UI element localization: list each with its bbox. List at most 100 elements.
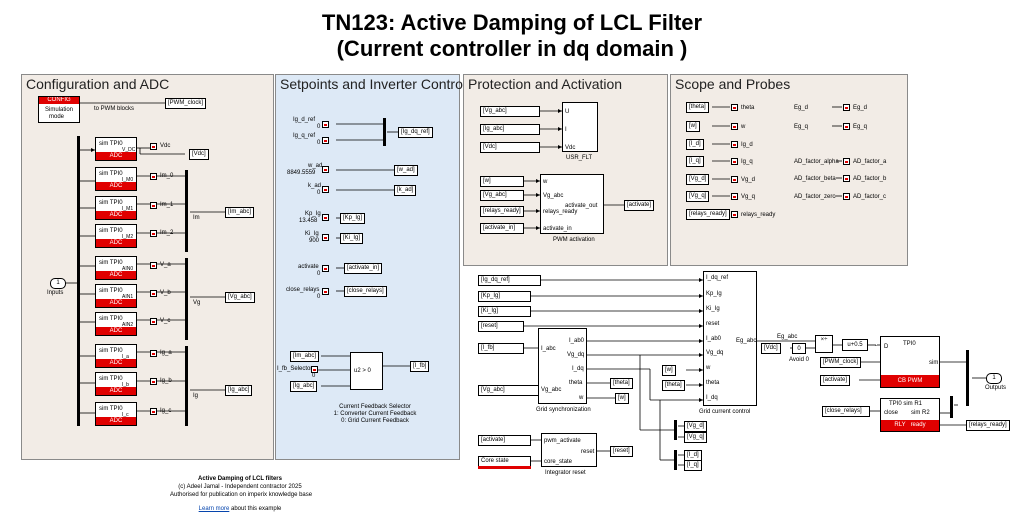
ctrl-close-relays-from[interactable]: [close_relays] — [822, 406, 870, 417]
ig-q-ref-slider-icon[interactable] — [322, 137, 329, 144]
prot-relays-ready-from[interactable]: [relays_ready] — [480, 206, 524, 217]
w-goto[interactable]: [w] — [615, 393, 629, 404]
inputs-inport[interactable]: 1 — [50, 278, 66, 289]
learn-more-link[interactable]: Learn more — [198, 506, 230, 512]
reset-goto[interactable]: [reset] — [610, 446, 633, 457]
vdc-goto[interactable]: [Vdc] — [189, 149, 209, 160]
w-ad-goto[interactable]: [w_ad] — [394, 165, 418, 176]
scope-probe-icon[interactable] — [731, 193, 738, 200]
outputs-outport[interactable]: 1 — [986, 373, 1002, 384]
fcn-block[interactable]: u+0.5 — [842, 339, 868, 351]
prot-w-from[interactable]: [w] — [480, 176, 524, 187]
scope-from-tag[interactable]: [I_d] — [686, 139, 704, 150]
pwm-clock-goto[interactable]: [PWM_clock] — [165, 98, 207, 109]
scope-probe-icon[interactable] — [731, 141, 738, 148]
k-ad-slider-icon[interactable] — [322, 186, 329, 193]
prot-vdc-from[interactable]: [Vdc] — [480, 142, 540, 153]
cb-pwm-block[interactable]: TPI0 D sim CB PWM — [880, 336, 940, 388]
scope-probe-icon[interactable] — [843, 158, 850, 165]
adc-signal-probe-icon[interactable] — [150, 143, 157, 150]
avoid-zero-block[interactable]: 0 — [792, 343, 806, 354]
adc-signal-probe-icon[interactable] — [150, 202, 157, 209]
ctrl-theta-from[interactable]: [theta] — [662, 380, 685, 391]
i-q-goto[interactable]: [I_q] — [684, 460, 702, 471]
ctrl-pwm-clock-from[interactable]: [PWM_clock] — [820, 357, 862, 368]
activate-in-goto[interactable]: [activate_in] — [344, 263, 383, 274]
ctrl-vg-abc-from[interactable]: [Vg_abc] — [478, 385, 543, 396]
feedback-switch[interactable]: u2 > 0 — [350, 352, 383, 390]
ctrl-ki-ig-from[interactable]: [Ki_Ig] — [478, 306, 531, 317]
activate-goto[interactable]: [activate] — [624, 200, 655, 211]
prot-vg-abc-from[interactable]: [Vg_abc] — [480, 106, 540, 117]
kp-ig-goto[interactable]: [Kp_Ig] — [340, 213, 366, 224]
vg-d-goto[interactable]: [Vg_d] — [684, 421, 708, 432]
ctrl-activate-from-2[interactable]: [activate] — [820, 375, 851, 386]
rly-block[interactable]: TPI0 sim R1 close sim R2 RLY ready — [880, 398, 940, 432]
scope-probe-icon[interactable] — [843, 123, 850, 130]
ki-ig-goto[interactable]: [Ki_Ig] — [340, 233, 364, 244]
vg-q-goto[interactable]: [Vg_q] — [684, 432, 708, 443]
scope-from-tag[interactable]: [I_q] — [686, 156, 704, 167]
integrator-reset-block[interactable]: pwm_activate core_state reset — [541, 433, 597, 467]
prot-activate-in-from[interactable]: [activate_in] — [480, 223, 524, 234]
scope-from-tag[interactable]: [relays_ready] — [686, 209, 730, 220]
ig-d-ref-slider-icon[interactable] — [322, 121, 329, 128]
adc-signal-probe-icon[interactable] — [150, 173, 157, 180]
theta-goto[interactable]: [theta] — [610, 378, 633, 389]
scope-probe-icon[interactable] — [731, 158, 738, 165]
activate-switch-icon[interactable] — [322, 265, 329, 272]
adc-signal-probe-icon[interactable] — [150, 378, 157, 385]
grid-sync-block[interactable]: I_abc Vg_abc I_ab0 Vg_dq I_dq theta w — [538, 328, 587, 404]
w-ad-slider-icon[interactable] — [322, 166, 329, 173]
scope-from-tag[interactable]: [theta] — [686, 102, 709, 113]
usr-flt-block[interactable]: U I Vdc — [562, 102, 598, 152]
k-ad-goto[interactable]: [k_ad] — [394, 185, 417, 196]
scope-probe-icon[interactable] — [731, 176, 738, 183]
adc-signal-probe-icon[interactable] — [150, 230, 157, 237]
vg-abc-goto[interactable]: [Vg_abc] — [225, 292, 255, 303]
ctrl-reset-from[interactable]: [reset] — [478, 321, 524, 332]
ctrl-w-from[interactable]: [w] — [662, 365, 676, 376]
config-block[interactable]: CONFIG Simulation mode — [38, 96, 80, 123]
ctrl-ig-dq-ref-from[interactable]: [Ig_dq_ref] — [478, 275, 541, 286]
ctrl-i-fb-from[interactable]: [I_fb] — [478, 343, 524, 354]
ig-dq-ref-goto[interactable]: [Ig_dq_ref] — [398, 127, 433, 138]
ctrl-activate-from[interactable]: [activate] — [478, 435, 531, 446]
prot-ig-abc-from[interactable]: [Ig_abc] — [480, 124, 540, 135]
close-relays-goto[interactable]: [close_relays] — [344, 286, 387, 297]
pwm-activation-block[interactable]: w Vg_abc relays_ready activate_in activa… — [540, 174, 604, 234]
scope-probe-icon[interactable] — [731, 123, 738, 130]
im-abc-from[interactable]: [Im_abc] — [290, 351, 320, 362]
i-fb-goto[interactable]: [I_fb] — [410, 361, 430, 372]
divide-block[interactable]: ×÷ — [815, 335, 833, 353]
relays-ready-goto[interactable]: [relays_ready] — [966, 420, 1010, 431]
adc-signal-probe-icon[interactable] — [150, 350, 157, 357]
adc-signal-probe-icon[interactable] — [150, 262, 157, 269]
ig-abc-goto[interactable]: [Ig_abc] — [225, 385, 253, 396]
ctrl-vdc-from[interactable]: [Vdc] — [761, 343, 781, 354]
adc-signal-probe-icon[interactable] — [150, 408, 157, 415]
scope-probe-icon[interactable] — [843, 104, 850, 111]
ig-abc-from[interactable]: [Ig_abc] — [290, 381, 318, 392]
scope-from-tag[interactable]: [Vg_q] — [686, 191, 710, 202]
scope-from-tag[interactable]: [Vg_d] — [686, 174, 710, 185]
adc-signal-probe-icon[interactable] — [150, 318, 157, 325]
scope-probe-icon[interactable] — [843, 175, 850, 182]
scope-probe-icon[interactable] — [731, 211, 738, 218]
scope-probe-icon[interactable] — [843, 193, 850, 200]
im-abc-goto[interactable]: [Im_abc] — [225, 207, 255, 218]
ki-ig-slider-icon[interactable] — [322, 234, 329, 241]
kp-ig-slider-icon[interactable] — [322, 214, 329, 221]
scope-from-tag[interactable]: [w] — [686, 121, 700, 132]
